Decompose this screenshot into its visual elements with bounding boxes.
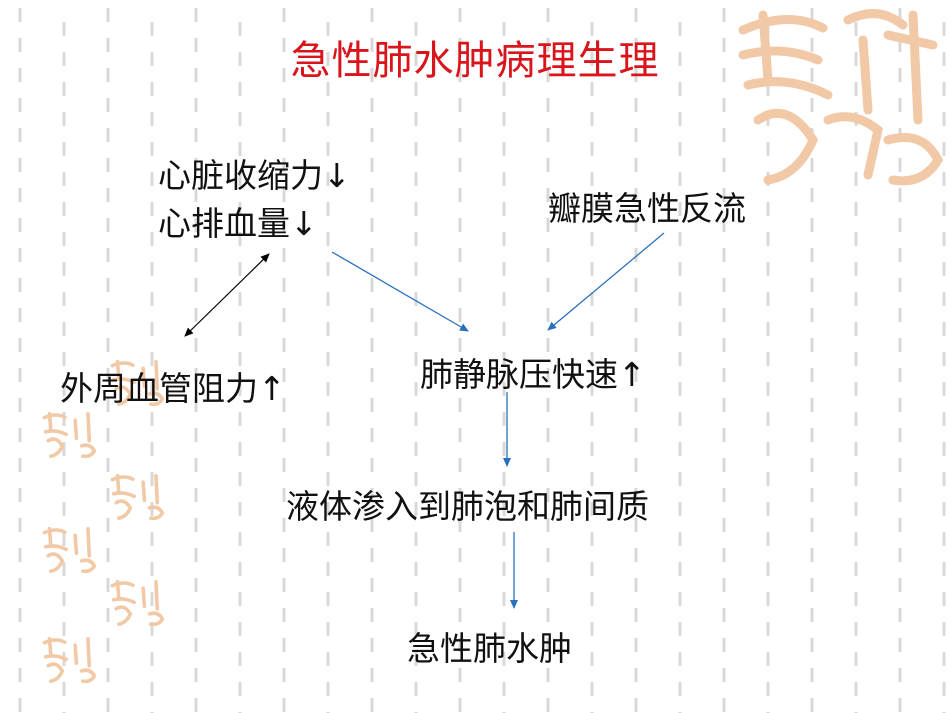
large-seal-icon bbox=[738, 9, 944, 186]
small-seal-icon bbox=[110, 580, 165, 627]
cardiac-output-node: 心排血量↓ bbox=[158, 204, 318, 243]
peripheral-resistance-node: 外周血管阻力↑ bbox=[60, 369, 286, 408]
arrow-valve-to-venous-pressure bbox=[547, 232, 665, 331]
valve-reflux-node: 瓣膜急性反流 bbox=[548, 189, 746, 228]
small-seal-icon bbox=[42, 412, 97, 459]
small-seal-icon bbox=[42, 637, 97, 684]
arrow-output-to-venous-pressure bbox=[331, 251, 469, 332]
acute-pulmonary-edema-node: 急性肺水肿 bbox=[407, 629, 572, 668]
fluid-infiltration-node: 液体渗入到肺泡和肺间质 bbox=[286, 487, 649, 526]
pulmonary-venous-pressure-node: 肺静脉压快速↑ bbox=[420, 355, 646, 394]
cardiac-contractility-node: 心脏收缩力↓ bbox=[158, 156, 351, 195]
small-seal-icon bbox=[42, 527, 97, 574]
slide-title: 急性肺水肿病理生理 bbox=[290, 38, 660, 84]
small-seal-icon bbox=[110, 360, 165, 407]
small-seal-icon bbox=[110, 474, 165, 521]
bidirectional-arrow-output-resistance bbox=[184, 253, 270, 337]
